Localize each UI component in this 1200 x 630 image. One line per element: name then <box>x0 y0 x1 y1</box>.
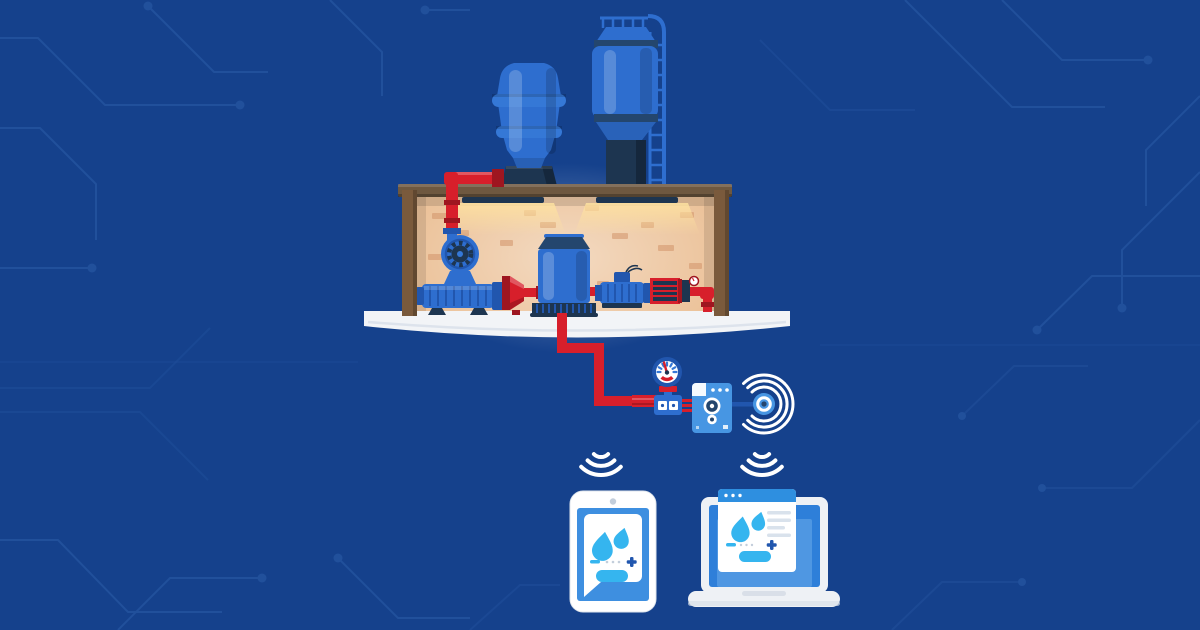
wifi-signal-laptop <box>740 452 784 477</box>
minus-icon[interactable] <box>726 543 736 547</box>
phone-camera <box>609 498 617 505</box>
gauge-ticks <box>656 361 678 374</box>
wood-post-right <box>714 190 729 316</box>
wireless-transmitter-node <box>732 373 795 435</box>
iot-controller <box>692 383 732 433</box>
plus-icon[interactable] <box>766 540 777 550</box>
wood-posts <box>402 190 729 316</box>
tank-railing <box>600 16 648 28</box>
node-connector <box>732 402 754 407</box>
ceiling-lights <box>440 197 700 235</box>
laptop-base <box>688 591 840 607</box>
roof-beam <box>398 184 732 197</box>
action-pill-button[interactable] <box>739 551 771 562</box>
main-outlet-pipe <box>557 313 656 407</box>
light-fixture <box>596 197 678 203</box>
motor-pump-left <box>416 282 504 315</box>
motor-pump-right <box>595 264 714 312</box>
plus-icon[interactable] <box>626 557 637 567</box>
pressure-gauge <box>652 357 682 396</box>
centrifugal-pump <box>441 235 479 284</box>
smartphone-water-app <box>569 490 657 613</box>
pipe-sensor-block <box>654 395 694 415</box>
light-fixture <box>462 197 544 203</box>
platform <box>364 311 790 338</box>
minus-icon[interactable] <box>590 560 600 564</box>
browser-window <box>718 489 796 572</box>
wood-post-left <box>402 190 417 316</box>
wifi-signal-icon <box>742 373 795 435</box>
wifi-signal-phone <box>579 452 623 477</box>
text-lines <box>767 511 791 537</box>
browser-titlebar <box>718 489 796 502</box>
browser-dots <box>724 493 742 498</box>
laptop-water-app <box>688 489 840 607</box>
action-pill-button[interactable] <box>596 570 628 582</box>
silo-water-tank <box>592 14 666 192</box>
circuit-node-dots <box>87 1 1153 586</box>
